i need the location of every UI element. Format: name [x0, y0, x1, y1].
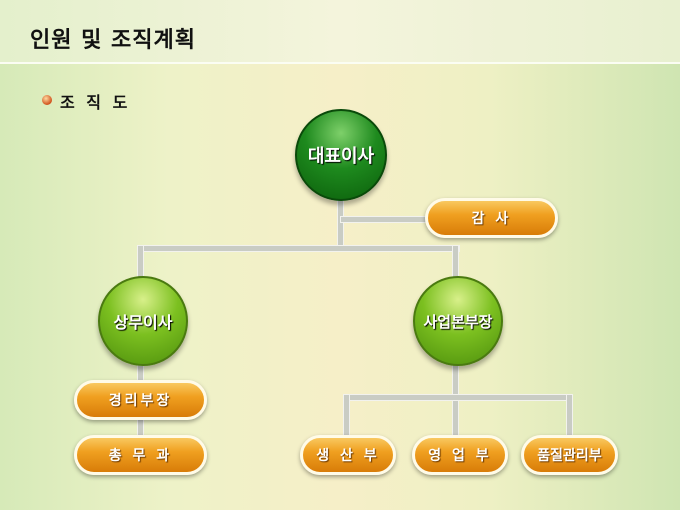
connector	[340, 216, 430, 223]
connector	[343, 394, 350, 438]
section-title: 조 직 도	[60, 93, 131, 112]
node-business-head: 사업본부장	[413, 276, 503, 366]
node-ceo: 대표이사	[295, 109, 387, 201]
connector	[566, 394, 573, 438]
node-label: 품질관리부	[537, 448, 602, 464]
node-label: 생 산 부	[316, 448, 380, 464]
node-label: 상무이사	[113, 313, 173, 332]
connector	[452, 245, 459, 280]
node-label: 감 사	[471, 211, 512, 227]
node-label: 영 업 부	[428, 448, 492, 464]
connector	[337, 196, 344, 252]
node-general-affairs: 총 무 과	[74, 435, 207, 475]
node-label: 총 무 과	[108, 448, 173, 464]
node-sales: 영 업 부	[412, 435, 508, 475]
node-label: 사업본부장	[423, 312, 493, 331]
node-production: 생 산 부	[300, 435, 396, 475]
connector	[343, 394, 573, 401]
connector	[137, 245, 460, 252]
node-label: 경리부장	[108, 393, 173, 409]
header-band	[0, 0, 680, 62]
bullet-icon	[42, 95, 52, 105]
node-auditor: 감 사	[425, 198, 558, 238]
node-managing-director: 상무이사	[98, 276, 188, 366]
node-label: 대표이사	[307, 146, 375, 167]
node-quality: 품질관리부	[521, 435, 618, 475]
connector	[137, 245, 144, 280]
header-divider	[0, 62, 680, 64]
page-title: 인원 및 조직계획	[30, 28, 196, 53]
node-accounting: 경리부장	[74, 380, 207, 420]
